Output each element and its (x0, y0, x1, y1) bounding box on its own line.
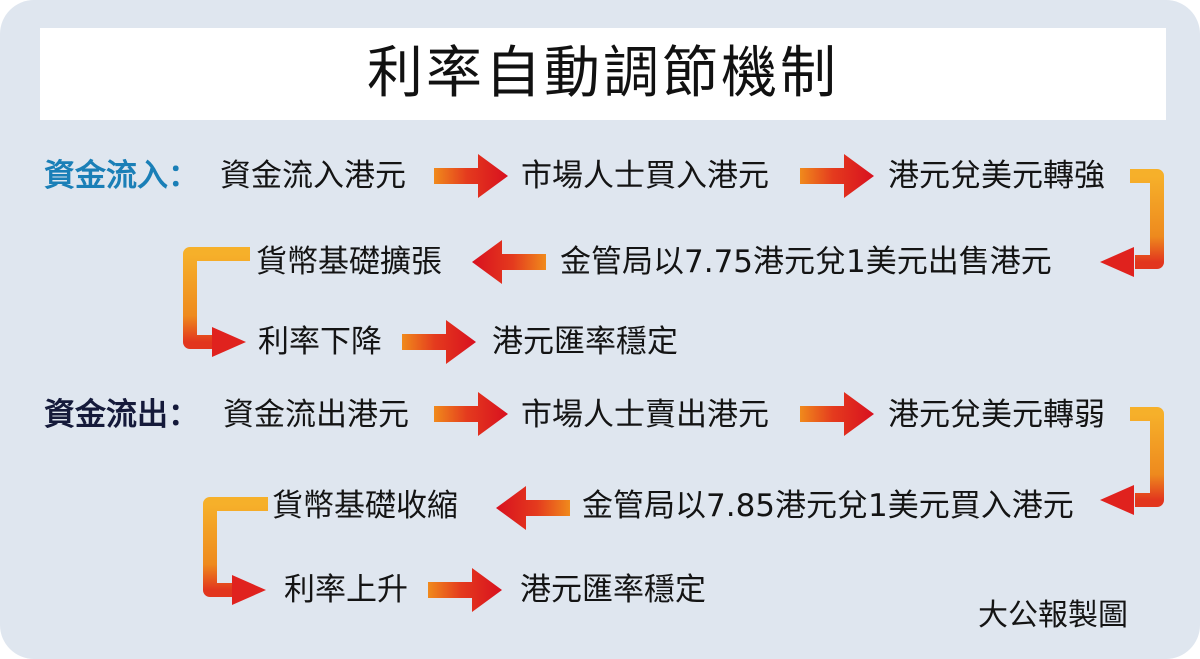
outflow-step-5: 貨幣基礎收縮 (272, 488, 458, 524)
arrow-left-icon (472, 240, 546, 284)
connector-down-right-icon (203, 497, 268, 605)
outflow-step-1: 資金流出港元 (223, 397, 409, 433)
outflow-step-3: 港元兌美元轉弱 (888, 397, 1105, 433)
outflow-step-2: 市場人士賣出港元 (521, 397, 769, 433)
arrow-right-icon (402, 320, 476, 364)
outflow-step-4: 金管局以7.85港元兌1美元買入港元 (582, 488, 1074, 524)
inflow-step-5: 貨幣基礎擴張 (256, 244, 442, 280)
connector-down-left-icon (1100, 407, 1164, 515)
connector-down-right-icon (183, 247, 250, 357)
inflow-step-7: 港元匯率穩定 (492, 324, 678, 360)
arrow-right-icon (800, 154, 874, 198)
connector-down-left-icon (1100, 169, 1164, 277)
inflow-step-4: 金管局以7.75港元兌1美元出售港元 (560, 244, 1052, 280)
inflow-step-6: 利率下降 (258, 324, 382, 360)
outflow-label: 資金流出： (44, 397, 199, 433)
inflow-step-3: 港元兌美元轉強 (888, 158, 1105, 194)
inflow-step-2: 市場人士買入港元 (521, 158, 769, 194)
diagram-title: 利率自動調節機制 (367, 41, 839, 106)
arrow-right-icon (434, 154, 508, 198)
inflow-step-1: 資金流入港元 (220, 158, 406, 194)
title-bar: 利率自動調節機制 (40, 28, 1166, 120)
arrow-right-icon (434, 392, 508, 436)
arrow-left-icon (496, 486, 570, 530)
arrow-right-icon (428, 568, 502, 612)
inflow-label: 資金流入： (44, 158, 199, 194)
outflow-step-6: 利率上升 (284, 572, 408, 608)
arrow-right-icon (800, 392, 874, 436)
source-credit: 大公報製圖 (978, 598, 1128, 633)
outflow-step-7: 港元匯率穩定 (520, 572, 706, 608)
